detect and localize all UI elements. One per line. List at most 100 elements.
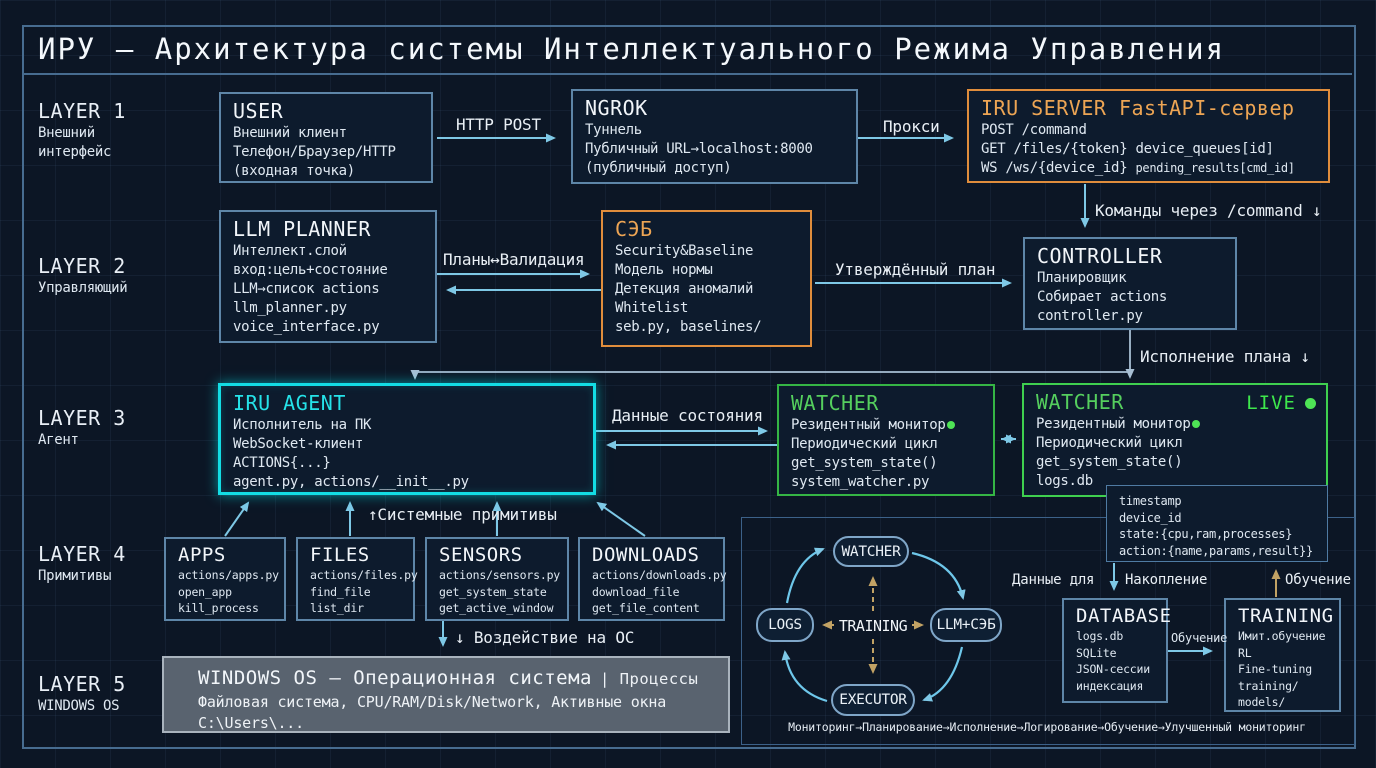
box-title: APPS bbox=[178, 544, 226, 566]
monitor-line: Резидентный монитор bbox=[1036, 415, 1316, 434]
box-line: get_system_state bbox=[439, 584, 547, 599]
edge-label-os-impact: ↓ Воздействие на ОС bbox=[455, 628, 635, 647]
os-title: WINDOWS OS — Операционная система bbox=[198, 667, 592, 689]
pill-label: LOGS bbox=[768, 617, 802, 633]
watcher-box: WATCHER Резидентный монитор Периодически… bbox=[777, 384, 995, 496]
edge-label-proxy: Прокси bbox=[883, 117, 940, 136]
layer-sub: Управляющий bbox=[38, 279, 128, 298]
box-line: get_active_window bbox=[439, 601, 554, 615]
pill-label: LLM+СЭБ bbox=[936, 617, 996, 633]
box-line: system_watcher.py bbox=[791, 474, 930, 490]
live-text: LIVE bbox=[1246, 392, 1296, 414]
layer-2-label: LAYER 2 Управляющий bbox=[38, 253, 128, 298]
ws-line: WS /ws/{device_id} pending_results[cmd_i… bbox=[981, 159, 1318, 178]
box-line: Агент bbox=[38, 432, 79, 448]
box-line: Внешний bbox=[38, 125, 95, 141]
box-line: индексация bbox=[1076, 678, 1144, 693]
box-line: download_file bbox=[592, 584, 680, 599]
box-line: (публичный доступ) bbox=[585, 160, 732, 176]
box-line: llm_planner.py bbox=[233, 300, 347, 316]
title-bar: ИРУ — Архитектура системы Интеллектуальн… bbox=[22, 25, 1352, 75]
box-line: Имит.обучение bbox=[1238, 629, 1326, 643]
watcher-live-box: WATCHER LIVE Резидентный монитор Периоди… bbox=[1022, 383, 1328, 497]
box-lines: actions/sensors.py get_system_state get_ac… bbox=[439, 567, 561, 617]
box-line: get_file_content bbox=[592, 601, 700, 615]
status-dot bbox=[1192, 420, 1201, 428]
edge-label-training-mid: Обучение bbox=[1171, 631, 1228, 645]
box-title: WINDOWS OS — Операционная система| Проце… bbox=[198, 666, 718, 692]
box-line: (входная точка) bbox=[233, 163, 355, 179]
layer-3-label: LAYER 3 Агент bbox=[38, 405, 126, 450]
box-title: NGROK bbox=[585, 96, 648, 120]
box-line: JSON-сессии bbox=[1076, 662, 1150, 676]
monitor-line: Резидентный монитор bbox=[791, 416, 983, 435]
box-line: POST /command bbox=[981, 122, 1087, 138]
monitor-text: Резидентный монитор bbox=[791, 417, 946, 433]
pill-label: EXECUTOR bbox=[839, 692, 907, 708]
box-line: Файловая система, CPU/RAM/Disk/Network, … bbox=[198, 693, 667, 711]
status-dot bbox=[947, 421, 956, 429]
box-line: ACTIONS{...} bbox=[233, 455, 331, 471]
layer-name: LAYER 1 bbox=[38, 99, 126, 123]
box-line: find_file bbox=[310, 584, 371, 599]
box-title: СЭБ bbox=[615, 217, 653, 241]
box-line: get_system_state() bbox=[1036, 454, 1183, 470]
box-title: IRU SERVER FastAPI-сервер bbox=[981, 96, 1295, 120]
box-line: Интеллект.слой bbox=[233, 243, 347, 259]
box-line: Whitelist bbox=[615, 300, 689, 316]
box-title: WATCHER bbox=[1036, 390, 1124, 414]
box-line: state:{cpu,ram,processes} bbox=[1119, 527, 1293, 541]
box-line: actions/downloads.py bbox=[592, 568, 727, 582]
box-line: Публичный URL→localhost:8000 bbox=[585, 141, 813, 157]
layer-name: LAYER 2 bbox=[38, 254, 126, 278]
box-line: kill_process bbox=[178, 601, 259, 615]
box-line: models/ bbox=[1238, 695, 1286, 709]
box-line: Примитивы bbox=[38, 568, 112, 584]
layer-name: LAYER 5 bbox=[38, 672, 126, 696]
box-title: LLM PLANNER bbox=[233, 217, 371, 241]
box-lines: actions/downloads.py download_file get_fil… bbox=[592, 567, 727, 617]
box-line: Периодический цикл bbox=[791, 436, 938, 452]
ws-path: WS /ws/{device_id} bbox=[981, 160, 1128, 176]
box-line: Периодический цикл bbox=[1036, 435, 1183, 451]
box-line: controller.py bbox=[1037, 308, 1143, 324]
box-line: LLM→список actions bbox=[233, 281, 380, 297]
edge-label-sys-primitives: ↑Системные примитивы bbox=[368, 505, 557, 524]
box-line: вход:цель+состояние bbox=[233, 262, 388, 278]
edge-label-data-for: Данные для bbox=[1012, 572, 1095, 588]
box-line: training/ bbox=[1238, 678, 1299, 693]
layer-name: LAYER 4 bbox=[38, 542, 126, 566]
box-line: Телефон/Браузер/HTTP bbox=[233, 144, 396, 160]
box-line: actions/sensors.py bbox=[439, 568, 561, 582]
cycle-caption: Мониторинг→Планирование→Исполнение→Логир… bbox=[788, 720, 1306, 734]
box-line: Собирает actions bbox=[1037, 289, 1168, 305]
box-line: device_id bbox=[1119, 510, 1182, 525]
box-title: IRU AGENT bbox=[233, 391, 346, 415]
edge-label-accumulate: Накопление bbox=[1125, 572, 1208, 588]
layer-5-label: LAYER 5 WINDOWS OS bbox=[38, 671, 126, 716]
box-title: DATABASE bbox=[1076, 605, 1172, 627]
layer-sub: Агент bbox=[38, 431, 126, 450]
box-line: actions/files.py bbox=[310, 568, 418, 582]
llm-planner-box: LLM PLANNER Интеллект.слой вход:цель+сост… bbox=[219, 210, 437, 343]
cycle-node-executor: EXECUTOR bbox=[831, 684, 915, 716]
